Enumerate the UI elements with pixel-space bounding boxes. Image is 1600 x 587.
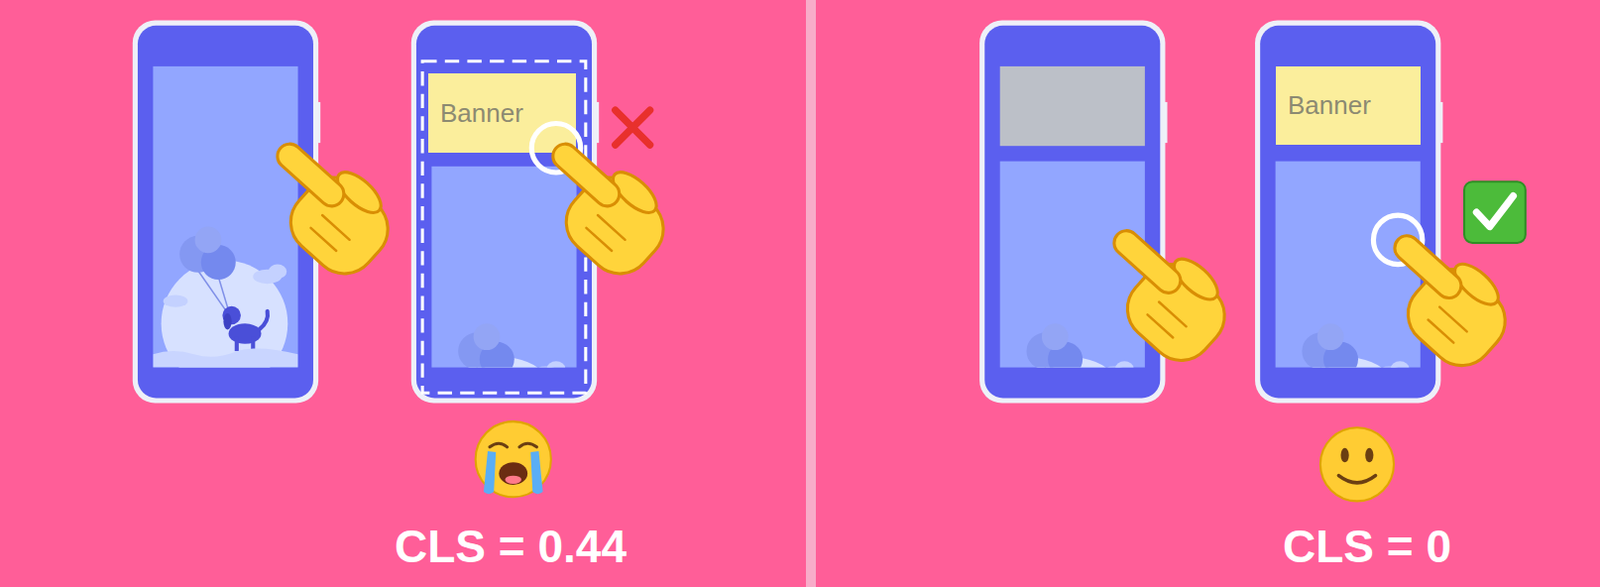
cls-score: CLS = 0.44 <box>394 519 627 573</box>
tap-ring <box>1372 215 1422 264</box>
check-mark <box>1464 181 1526 243</box>
cls-score: CLS = 0 <box>1282 519 1452 573</box>
banner-text: Banner <box>1287 90 1372 121</box>
banner-box: Banner <box>1275 66 1421 145</box>
phone <box>132 20 321 404</box>
pointing-hand <box>516 123 684 287</box>
phone <box>1255 20 1443 484</box>
tap-ring <box>531 123 580 173</box>
pointing-hand <box>240 123 408 287</box>
cross-mark <box>615 110 651 145</box>
banner-box: Banner <box>428 73 576 153</box>
shift-outline <box>422 61 586 394</box>
placeholder <box>1000 66 1145 146</box>
panel-divider <box>805 0 816 587</box>
crying-emoji <box>475 421 552 497</box>
phone <box>979 20 1167 484</box>
smile-emoji <box>1320 427 1394 501</box>
pointing-hand <box>1358 216 1525 379</box>
pointing-hand <box>1077 211 1245 374</box>
phone <box>411 20 599 484</box>
banner-text: Banner <box>440 98 524 129</box>
